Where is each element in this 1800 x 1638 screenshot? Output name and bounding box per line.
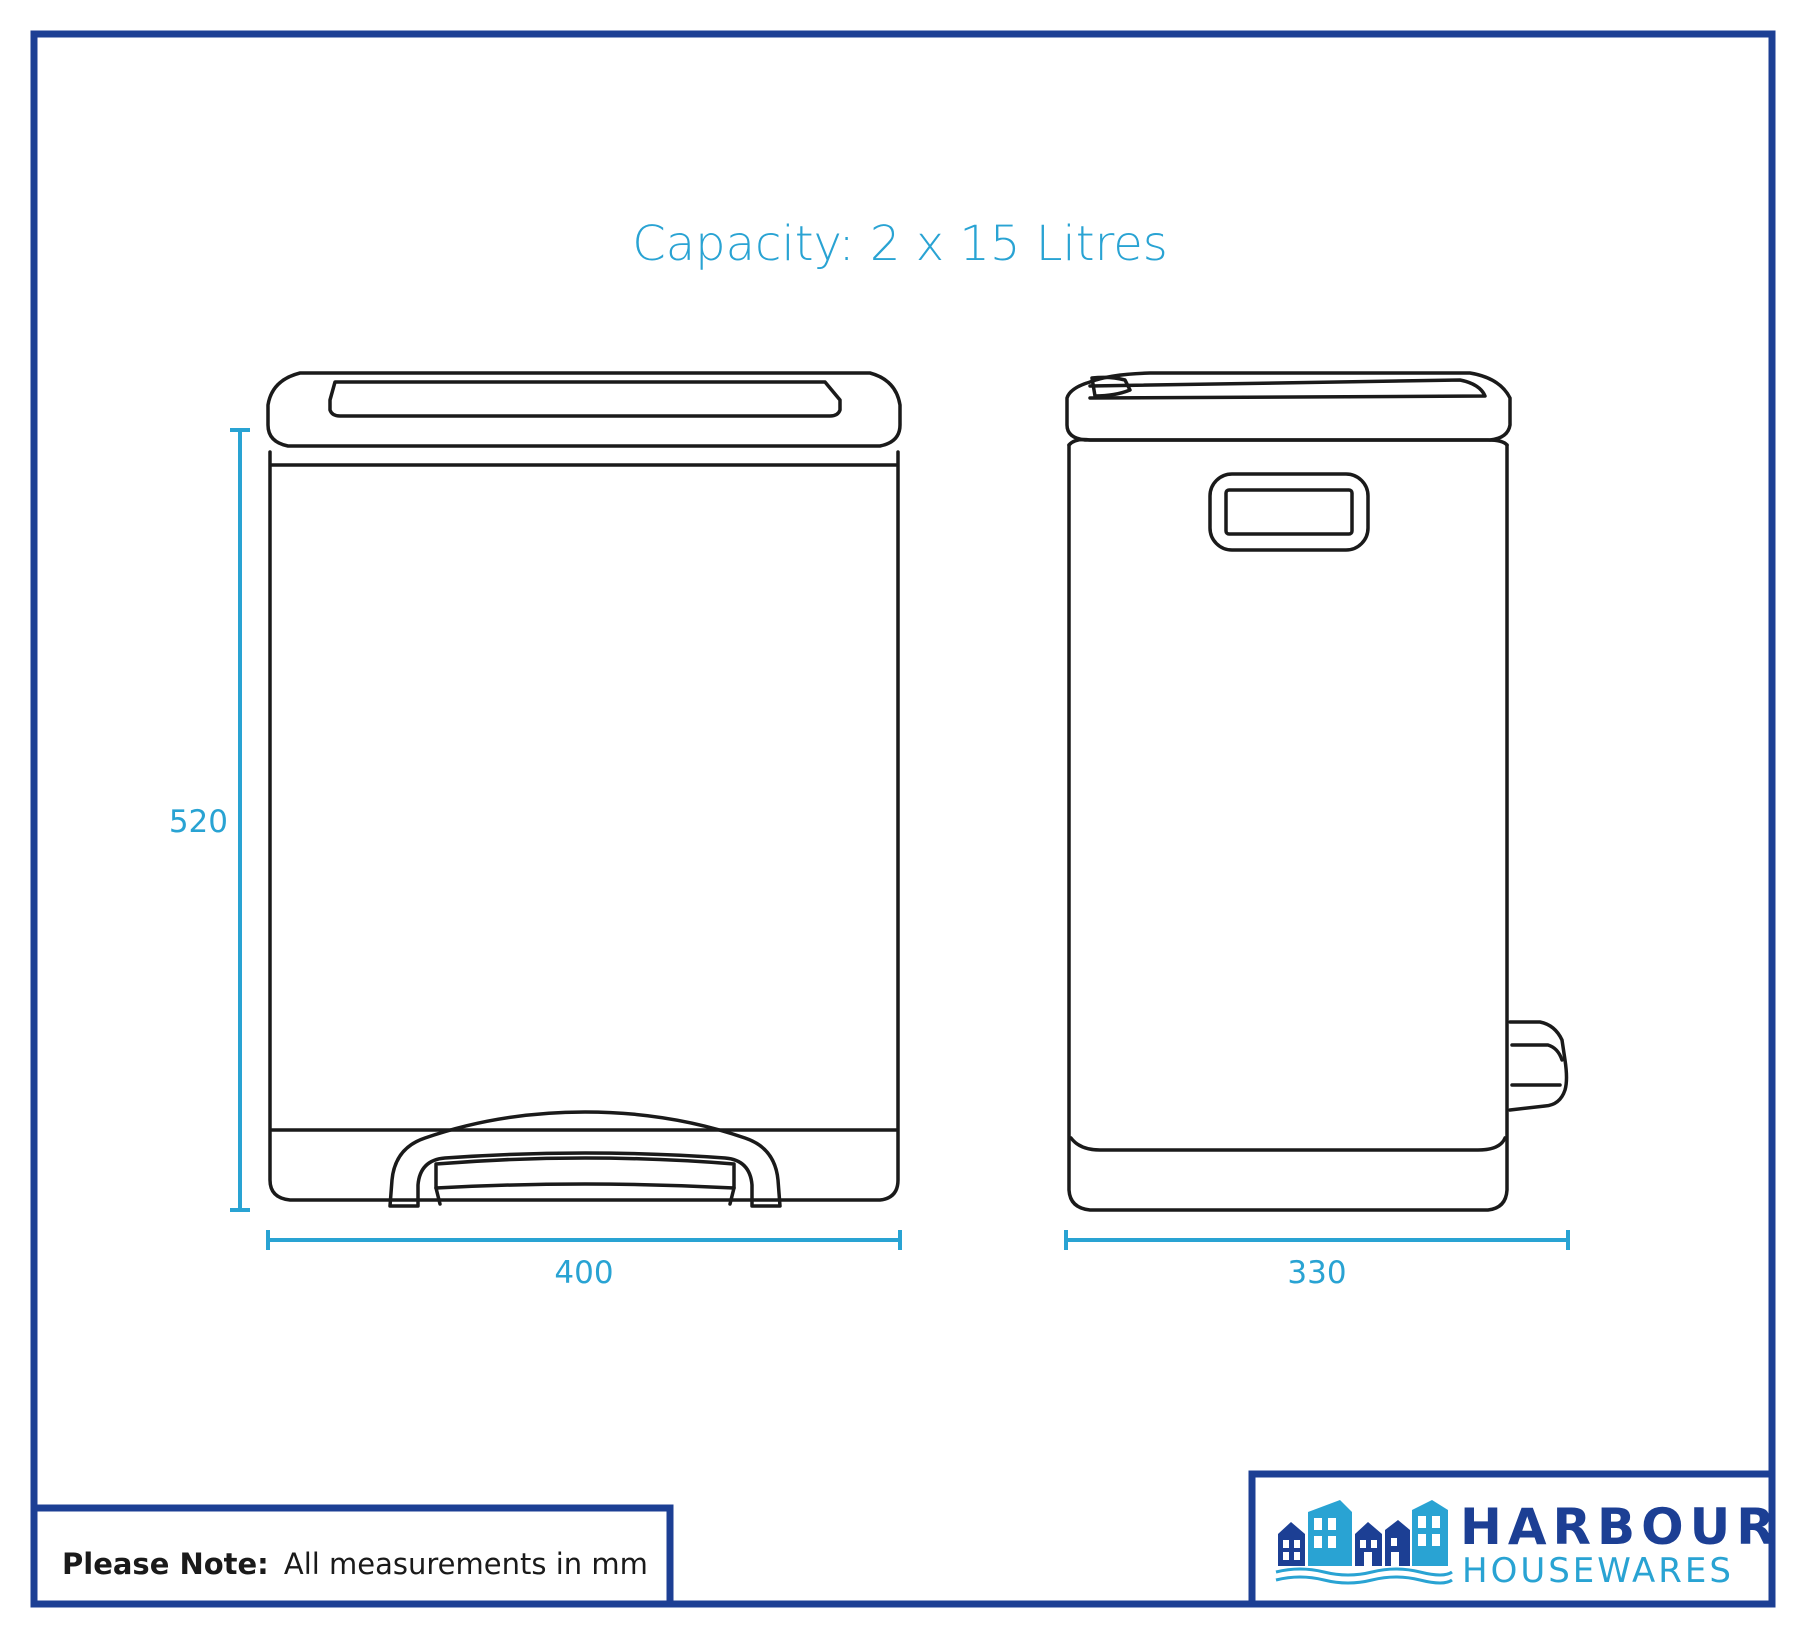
side-depth-label: 330 (1287, 1255, 1346, 1291)
height-dimension (230, 428, 250, 1212)
front-width-dimension (266, 1230, 902, 1250)
note-box (30, 1504, 674, 1608)
note-label: Please Note: (62, 1547, 269, 1581)
buildings-icon (1275, 1500, 1453, 1585)
capacity-title: Capacity: 2 x 15 Litres (632, 216, 1168, 272)
side-depth-dimension (1064, 1230, 1570, 1250)
side-view-bin (1065, 371, 1569, 1212)
note-body: All measurements in mm (284, 1547, 648, 1581)
brand-subname: HOUSEWARES (1462, 1551, 1734, 1591)
front-width-label: 400 (554, 1255, 613, 1291)
outer-border (30, 30, 1776, 1608)
harbour-housewares-logo: HARBOUR HOUSEWARES (1275, 1498, 1781, 1591)
brand-name: HARBOUR (1460, 1498, 1781, 1556)
note-text: Please Note: All measurements in mm (62, 1547, 648, 1581)
front-view-bin (266, 371, 902, 1208)
height-label: 520 (169, 804, 228, 840)
